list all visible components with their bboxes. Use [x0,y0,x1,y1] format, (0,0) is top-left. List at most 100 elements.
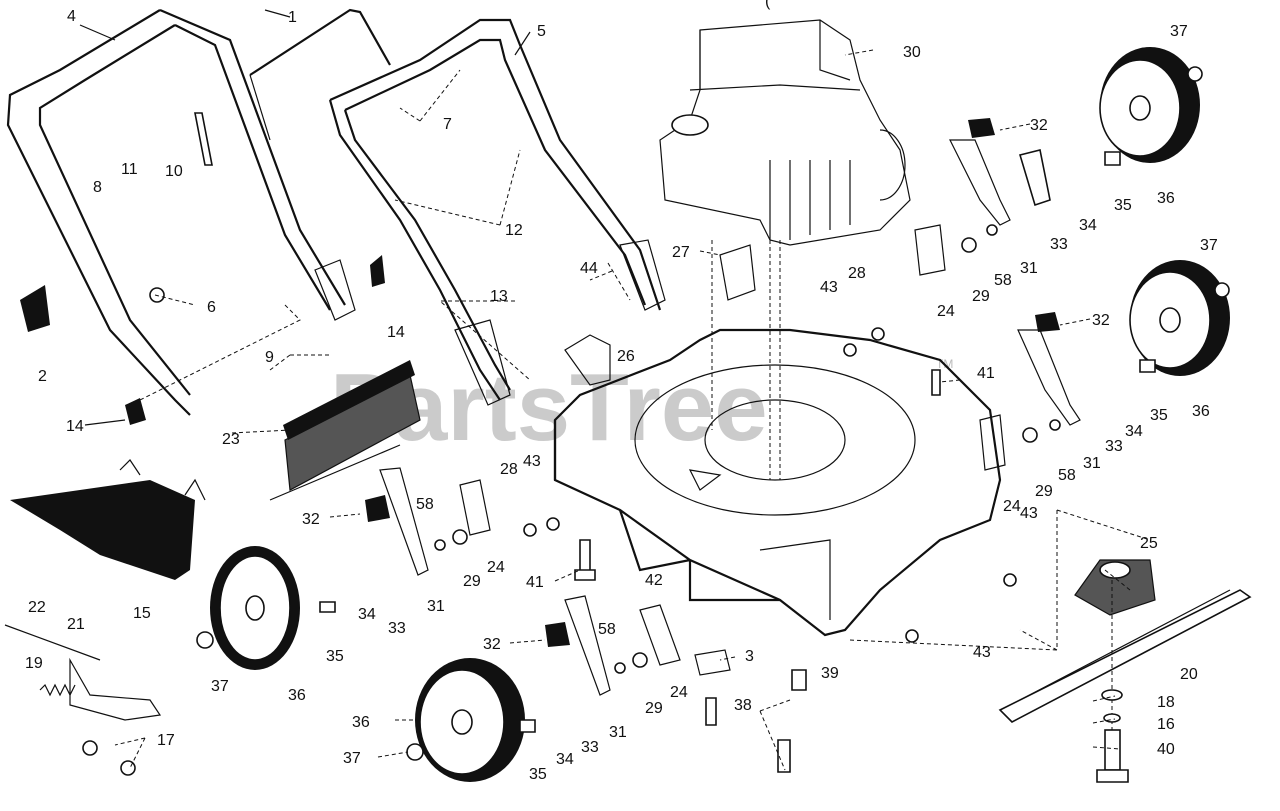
callout-8: 8 [93,179,102,196]
wheel-front-right [1099,47,1200,163]
callout-58a: 58 [994,272,1012,289]
callout-36a: 36 [1157,190,1175,207]
callout-41b: 41 [526,574,544,591]
callout-37b: 37 [1200,237,1218,254]
callout-11: 11 [121,161,138,178]
callout-24d: 24 [670,684,688,701]
callout-37d: 37 [343,750,361,767]
height-bracket-lf [365,467,429,576]
callout-38: 38 [734,697,752,714]
callout-10: 10 [165,163,183,180]
callout-5: 5 [537,23,546,40]
callout-16: 16 [1157,716,1175,733]
engine [659,19,911,246]
callout-32d: 32 [483,636,501,653]
callout-30: 30 [903,44,921,61]
callout-43b: 43 [523,453,541,470]
callout-31d: 31 [609,724,627,741]
callout-22: 22 [28,599,46,616]
callout-33c: 33 [388,620,406,637]
callout-13: 13 [490,288,508,305]
callout-43c: 43 [1020,505,1038,522]
callout-17: 17 [157,732,175,749]
callout-35c: 35 [326,648,344,665]
brackets-misc [20,224,1006,676]
callout-32c: 32 [302,511,320,528]
callout-28b: 28 [500,461,518,478]
callout-6: 6 [207,299,216,316]
callout-15: 15 [133,605,151,622]
callout-29d: 29 [645,700,663,717]
callout-14a: 14 [387,324,405,341]
callout-27: 27 [672,244,690,261]
callout-1: 1 [288,9,297,26]
callout-18: 18 [1157,694,1175,711]
callout-labels: 1 2 3 4 5 6 7 8 9 10 11 12 13 14 14 15 1… [25,8,1218,783]
callout-58c: 58 [416,496,434,513]
callout-34c: 34 [358,606,376,623]
wheel-rear-right [1129,260,1230,376]
callout-12: 12 [505,222,523,239]
control-bar [249,8,391,141]
nuts-and-washers [82,66,1230,776]
callout-35b: 35 [1150,407,1168,424]
upper-handle [328,18,666,406]
adjuster-bracket [4,624,162,721]
height-bracket-lr [545,595,611,696]
callout-43d: 43 [973,644,991,661]
callout-29b: 29 [1035,483,1053,500]
callout-40: 40 [1157,741,1175,758]
callout-24b: 24 [1003,498,1021,515]
callout-14b: 14 [66,418,84,435]
callout-58d: 58 [598,621,616,638]
callout-23: 23 [222,431,240,448]
callout-32b: 32 [1092,312,1110,329]
blade [998,589,1252,723]
callout-33d: 33 [581,739,599,756]
callout-37a: 37 [1170,23,1188,40]
callout-29a: 29 [972,288,990,305]
grass-chute [10,459,206,580]
callout-42: 42 [645,572,663,589]
callout-34b: 34 [1125,423,1143,440]
callout-20: 20 [1180,666,1198,683]
callout-28a: 28 [848,265,866,282]
spring [39,683,76,697]
callout-26: 26 [617,348,635,365]
callout-31b: 31 [1083,455,1101,472]
callout-7: 7 [443,116,452,133]
callout-4: 4 [67,8,76,25]
callout-33a: 33 [1050,236,1068,253]
mower-deck [553,328,1002,637]
callout-34d: 34 [556,751,574,768]
callout-29c: 29 [463,573,481,590]
callout-33b: 33 [1105,438,1123,455]
callout-19: 19 [25,655,43,672]
bolts [194,112,1156,773]
lower-handle [6,8,356,416]
callout-21: 21 [67,616,85,633]
callout-31c: 31 [427,598,445,615]
callout-44: 44 [580,260,598,277]
blade-adapter [1074,559,1156,616]
callout-24a: 24 [937,303,955,320]
callout-39: 39 [821,665,839,682]
header-title-fragment: ( [765,0,771,10]
callout-41a: 41 [977,365,995,382]
wheel-rear-left [415,658,525,782]
callout-2: 2 [38,368,47,385]
callout-37c: 37 [211,678,229,695]
wheel-front-left [210,546,300,670]
leader-lines [79,9,1131,771]
callout-3: 3 [745,648,754,665]
callout-36d: 36 [352,714,370,731]
callout-34a: 34 [1079,217,1097,234]
callout-35a: 35 [1114,197,1132,214]
callout-36c: 36 [288,687,306,704]
callout-32a: 32 [1030,117,1048,134]
blade-bolt [1096,689,1129,783]
callout-35d: 35 [529,766,547,783]
callout-24c: 24 [487,559,505,576]
callout-43a: 43 [820,279,838,296]
